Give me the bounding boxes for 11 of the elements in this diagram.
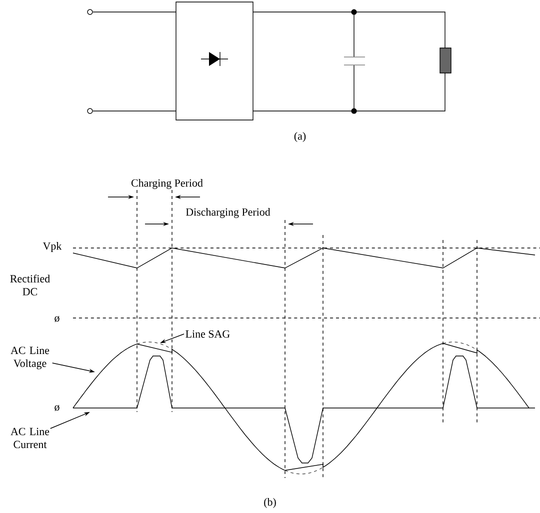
panel-label: (b) — [264, 498, 276, 508]
axis-label: Vpk — [42, 242, 62, 252]
period-label: Charging Period — [131, 179, 203, 189]
axis-label: Rectified DC — [10, 274, 50, 296]
callout-text: AC Line Voltage — [10, 346, 50, 370]
period-label: Discharging Period — [186, 208, 270, 218]
panel-label: (a) — [294, 132, 306, 142]
axis-label: ø — [54, 316, 60, 322]
callout-text: AC Line Current — [10, 428, 50, 448]
callout-text: Line SAG — [186, 330, 230, 338]
axis-label: ø — [54, 405, 60, 411]
